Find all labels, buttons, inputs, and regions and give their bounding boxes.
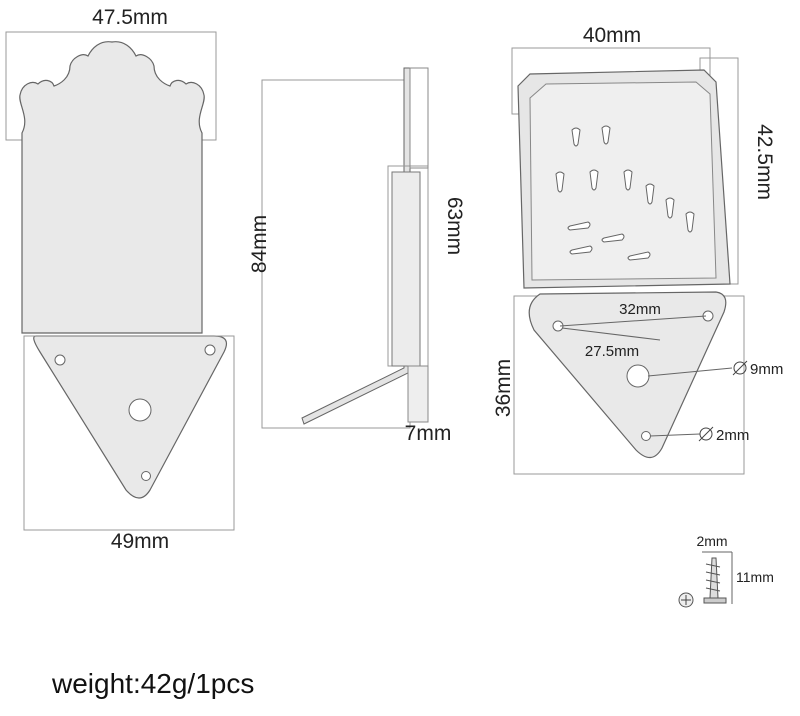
triangle-height-label: 36mm: [492, 359, 515, 417]
string-slot: [601, 125, 611, 145]
mount-hole-diameter-label: 2mm: [716, 427, 749, 444]
diameter-icon-slash: [698, 426, 714, 442]
string-slot: [555, 171, 565, 193]
string-slot: [569, 245, 593, 255]
string-slot: [627, 251, 651, 261]
string-slot: [571, 127, 581, 147]
front-triangle: [33, 335, 227, 499]
string-slot: [589, 169, 599, 191]
screw-length-label: 11mm: [736, 569, 774, 585]
spacing-line-inner: [561, 327, 661, 341]
center-hole-leader: [647, 367, 733, 377]
side-top-strip: [409, 67, 429, 169]
weight-spec: weight:42g/1pcs: [52, 668, 255, 699]
front-bottom-dimension-box: [23, 335, 235, 531]
top-depth-label: 42.5mm: [753, 124, 776, 200]
front-bottom-hole: [141, 471, 151, 481]
front-plate-body: [19, 41, 205, 334]
diameter-9-callout: 9mm: [732, 360, 783, 378]
screw-head-icon: [703, 597, 727, 604]
side-view: 84mm 63mm 7mm: [248, 67, 466, 445]
front-top-width-label: 47.5mm: [92, 6, 168, 29]
top-center-hole: [626, 364, 650, 388]
top-bottom-mount-hole: [641, 431, 651, 441]
screw-diameter-label: 2mm: [696, 533, 727, 549]
mount-hole-leader: [649, 433, 701, 437]
diameter-icon-slash: [732, 360, 748, 376]
string-slot: [567, 221, 591, 231]
front-view: 47.5mm 49mm: [5, 6, 235, 553]
diameter-icon: [733, 361, 747, 375]
front-center-hole: [128, 398, 152, 422]
string-slot: [623, 169, 633, 191]
side-base-block: [407, 365, 429, 423]
diameter-2-callout: 2mm: [698, 426, 749, 444]
side-plate-inner: [391, 171, 421, 367]
top-width-label: 40mm: [583, 24, 641, 47]
front-bottom-width-label: 49mm: [111, 530, 169, 553]
center-hole-diameter-label: 9mm: [750, 361, 783, 378]
side-plate-length-label: 63mm: [443, 197, 466, 255]
screw-shaft-icon: [705, 557, 721, 599]
side-thickness-label: 7mm: [405, 422, 452, 445]
string-slot: [665, 197, 675, 219]
screw: 2mm 11mm: [678, 533, 774, 608]
screw-top-icon: [678, 592, 694, 608]
inner-spacing-label: 27.5mm: [585, 343, 639, 360]
side-total-length-label: 84mm: [248, 215, 271, 273]
diameter-icon: [699, 427, 713, 441]
front-right-hole: [204, 344, 216, 356]
front-left-hole: [54, 354, 66, 366]
top-view: 40mm 42.5mm 32mm 27: [492, 24, 783, 475]
string-slot: [601, 233, 625, 243]
top-string-slots: [555, 125, 695, 261]
string-slot: [685, 211, 695, 233]
string-slot: [645, 183, 655, 205]
outer-spacing-label: 32mm: [619, 301, 661, 318]
spacing-line-outer: [559, 315, 707, 327]
